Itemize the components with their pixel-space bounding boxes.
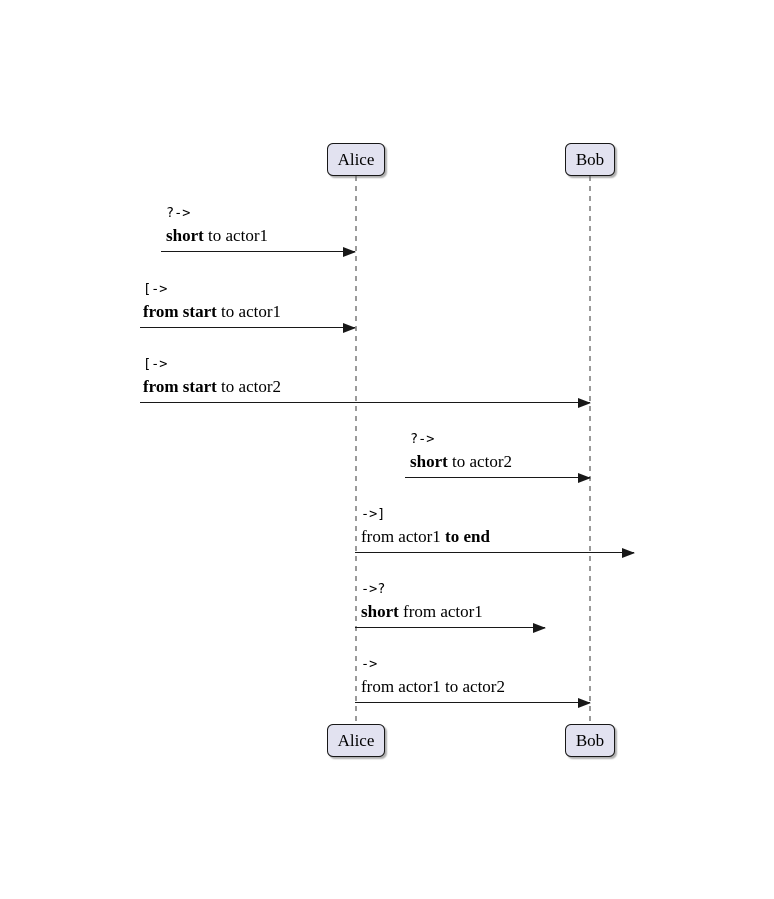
actor-label-bob: Bob: [575, 150, 605, 169]
actor-label-alice: Alice: [337, 731, 375, 750]
actor-box-alice-top: Alice: [327, 143, 385, 176]
message-operator-label: ->: [361, 656, 378, 672]
message-operator-label: ?->: [410, 431, 435, 447]
message-line: [140, 402, 590, 403]
message-text-label: short to actor2: [410, 452, 512, 471]
arrowhead-icon: [622, 547, 635, 558]
message-text-label: from start to actor2: [143, 377, 281, 396]
message-line: [161, 251, 355, 252]
message-text-label: short from actor1: [361, 602, 483, 621]
message-line: [405, 477, 590, 478]
actor-box-bob-top: Bob: [565, 143, 615, 176]
message-operator-label: ?->: [166, 205, 191, 221]
actor-label-bob: Bob: [575, 731, 605, 750]
message-line: [140, 327, 355, 328]
message-line: [355, 627, 545, 628]
message-operator-label: ->]: [361, 506, 386, 522]
message-text-label: from start to actor1: [143, 302, 281, 321]
message-text-label: from actor1 to end: [361, 527, 490, 546]
message-operator-label: [->: [143, 281, 168, 297]
arrowhead-icon: [343, 246, 356, 257]
arrowhead-icon: [578, 397, 591, 408]
lifeline-alice: [355, 176, 357, 724]
message-line: [355, 552, 634, 553]
arrowhead-icon: [578, 472, 591, 483]
actor-box-alice-bottom: Alice: [327, 724, 385, 757]
message-operator-label: ->?: [361, 581, 386, 597]
message-operator-label: [->: [143, 356, 168, 372]
arrowhead-icon: [578, 697, 591, 708]
arrowhead-icon: [343, 322, 356, 333]
lifeline-bob: [589, 176, 591, 724]
message-line: [355, 702, 590, 703]
arrowhead-icon: [533, 622, 546, 633]
actor-box-bob-bottom: Bob: [565, 724, 615, 757]
message-text-label: short to actor1: [166, 226, 268, 245]
message-text-label: from actor1 to actor2: [361, 677, 505, 696]
actor-label-alice: Alice: [337, 150, 375, 169]
